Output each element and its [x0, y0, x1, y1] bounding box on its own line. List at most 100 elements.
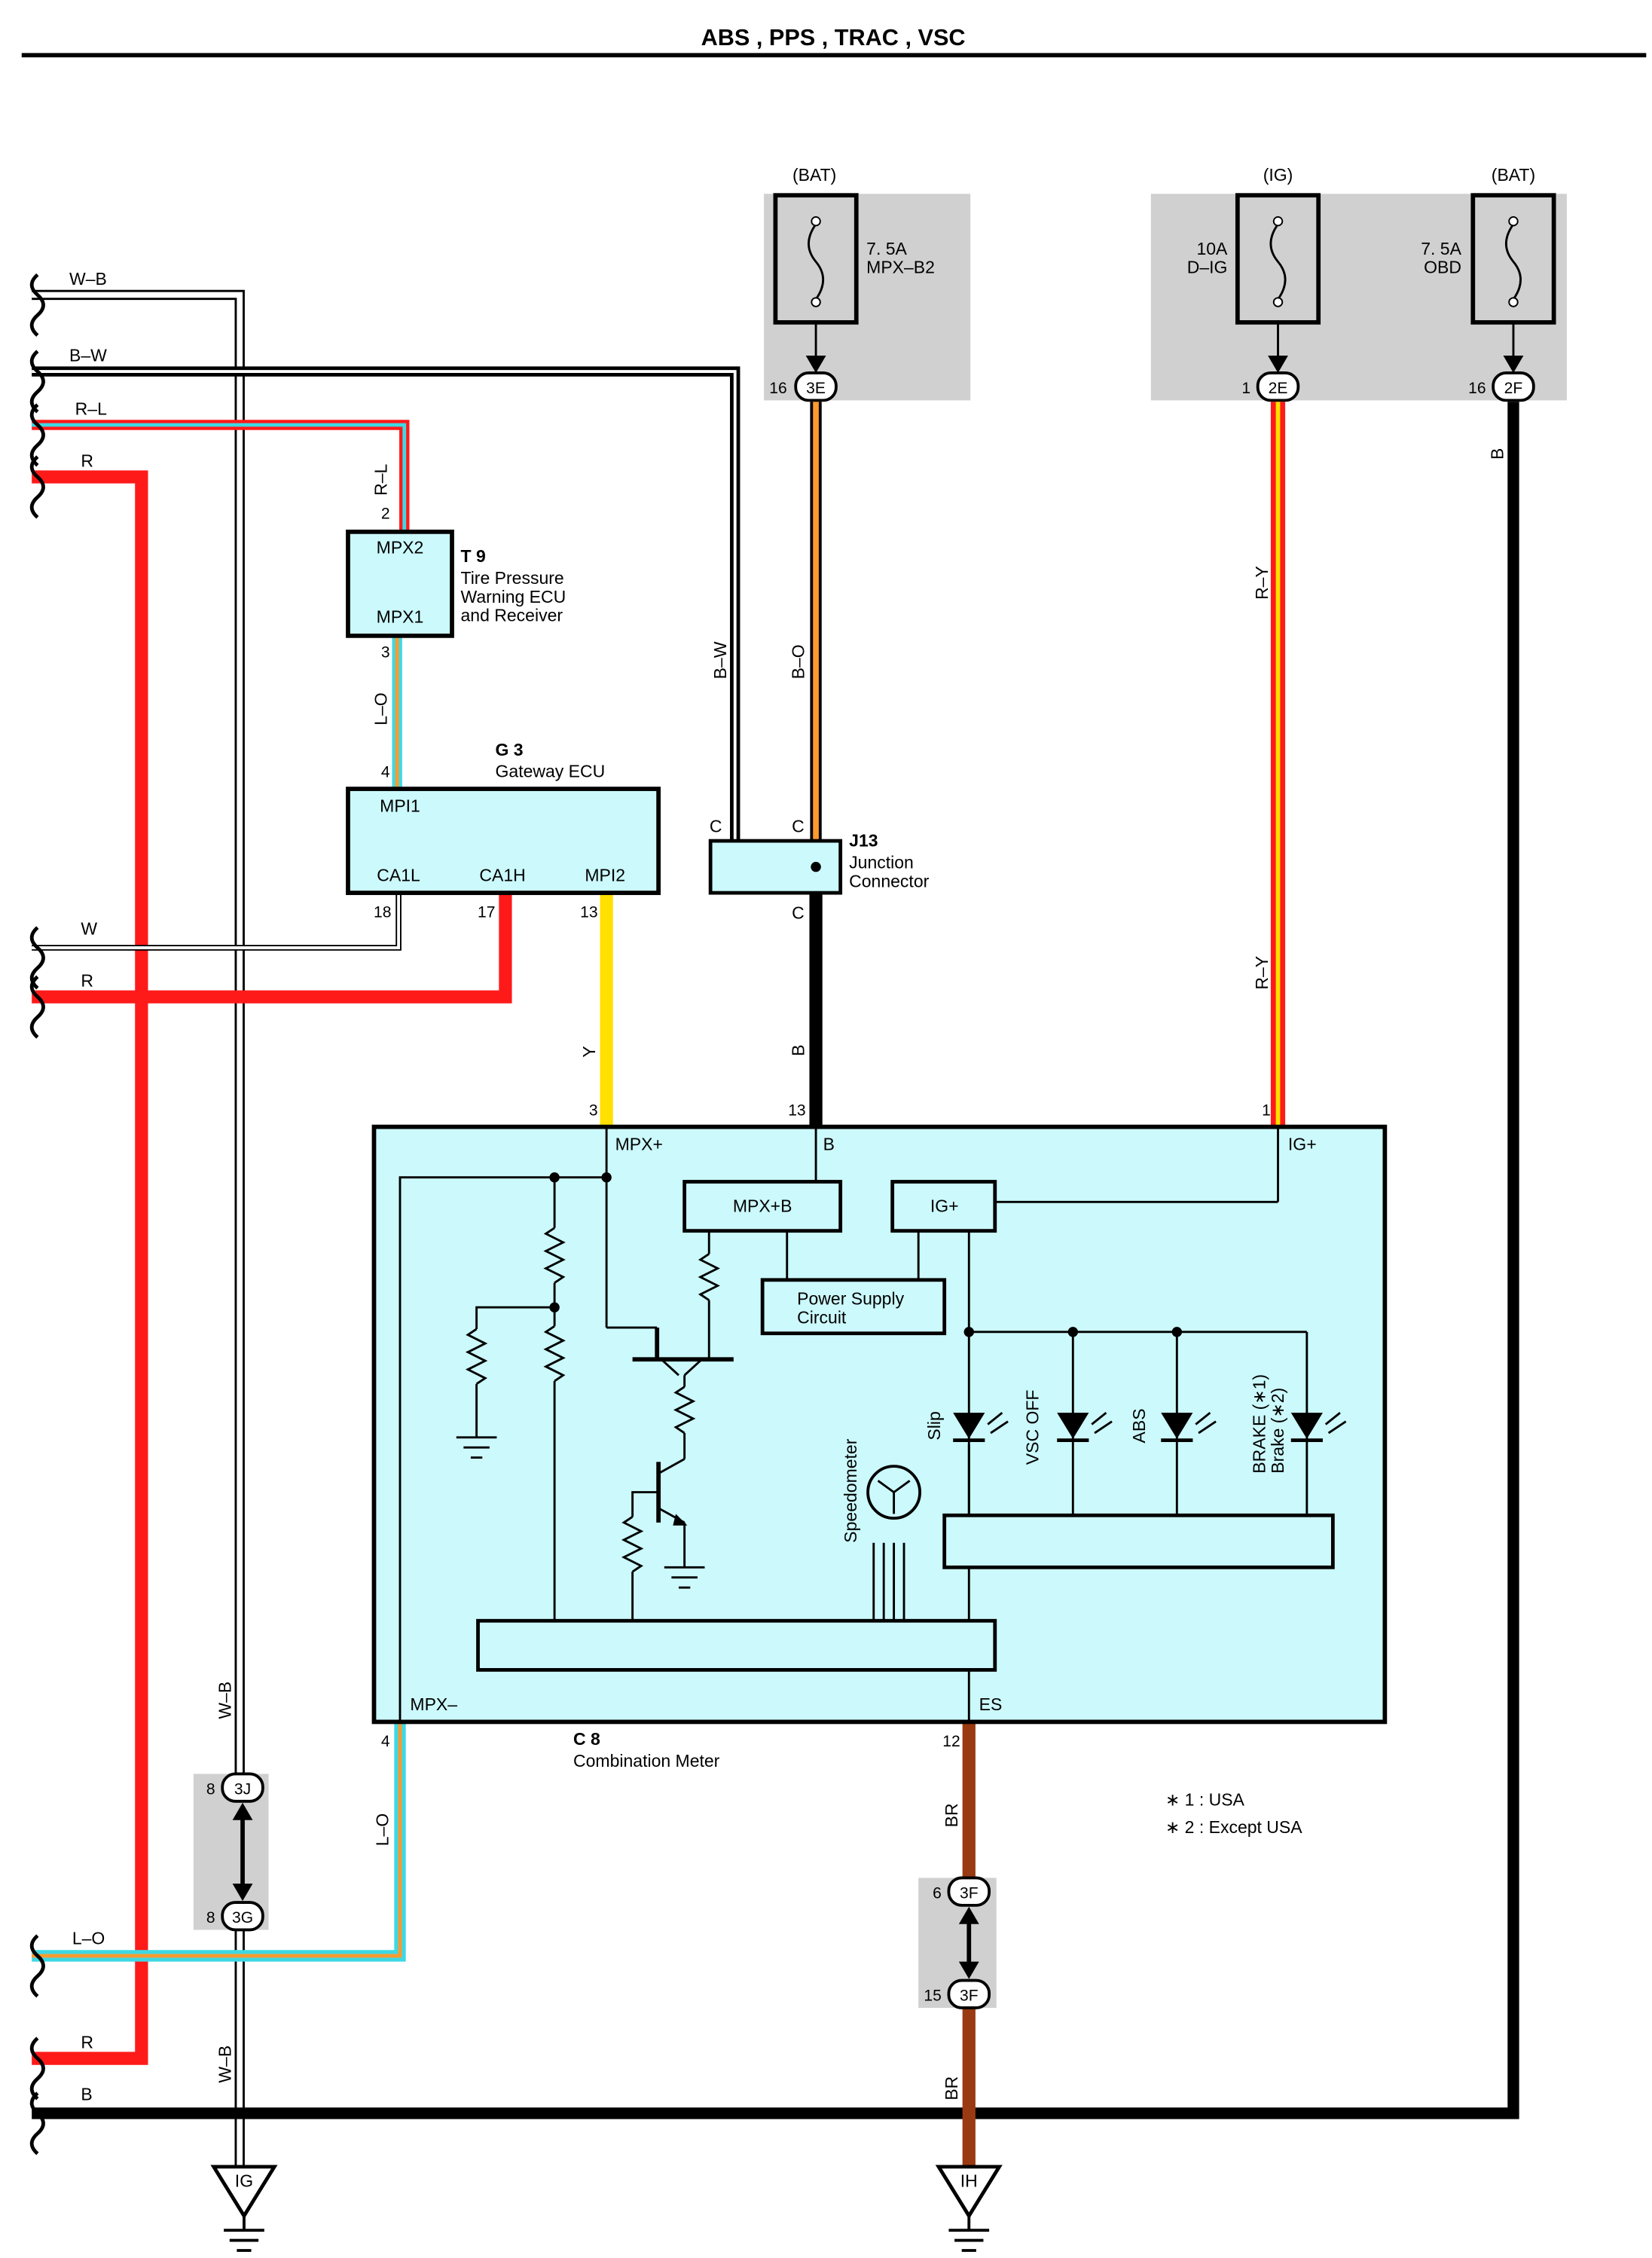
j13-pin-c-3: C — [792, 903, 805, 923]
t9-pin-2: 2 — [381, 506, 390, 523]
fuse-box-bat-left — [764, 194, 971, 401]
ground-ig: IG — [210, 2165, 278, 2252]
connector-3g: 3G 8 — [206, 1901, 264, 1932]
wire-label-r-y-1: R–Y — [1252, 566, 1272, 600]
g3-pin-13: 13 — [580, 904, 597, 921]
led-vsc-off-label: VSC OFF — [1022, 1390, 1042, 1465]
j13-junction-connector: C C C J13 Junction Connector — [708, 817, 930, 923]
connector-2e-pin: 1 — [1241, 380, 1250, 397]
c8-pin-13: 13 — [788, 1102, 805, 1119]
j13-name-2: Connector — [849, 871, 929, 891]
g3-pin-4: 4 — [381, 764, 390, 781]
mating-arrow-3f — [958, 1906, 979, 1979]
g3-name: Gateway ECU — [496, 762, 606, 781]
connector-3f-a: 3F 6 — [933, 1876, 991, 1907]
fuse-d-ig: (IG) 10A D–IG — [1187, 165, 1321, 373]
t9-pin-3: 3 — [381, 644, 390, 662]
connector-3f-b-code: 3F — [960, 1987, 979, 2004]
led-brake-label-2: Brake (∗2) — [1268, 1388, 1287, 1474]
wire-label-b-meter: B — [789, 1044, 808, 1056]
fuse-mpx-b2-name: MPX–B2 — [866, 258, 935, 277]
wire-label-b-right: B — [1488, 448, 1507, 460]
wire-label-br-1: BR — [942, 1803, 961, 1827]
t9-wire-r-l: R–L — [371, 464, 391, 496]
label-r-2: R — [81, 971, 93, 991]
speedometer-gauge-icon — [866, 1465, 922, 1520]
vertical-wire-labels: B–W B–O R–Y R–Y Y B B W–B W–B L–O BR BR — [215, 448, 1507, 2101]
t9-name-3: and Receiver — [461, 606, 563, 625]
connector-2f: 2F 16 — [1468, 371, 1535, 402]
wire-l-o-meter — [32, 1722, 406, 1962]
t9-name-1: Tire Pressure — [461, 568, 564, 588]
j13-code: J13 — [849, 831, 878, 851]
fuse-d-ig-name: D–IG — [1187, 258, 1228, 277]
connector-2f-code: 2F — [1504, 380, 1523, 397]
wire-label-l-o: L–O — [373, 1813, 392, 1846]
connector-3g-pin: 8 — [206, 1909, 215, 1926]
c8-mpxb-block-label: MPX+B — [733, 1196, 792, 1216]
led-abs-label: ABS — [1129, 1408, 1149, 1443]
led-vsc-off-icon — [1057, 1412, 1113, 1443]
wire-label-w-b-2: W–B — [215, 2046, 235, 2083]
c8-term-b: B — [823, 1134, 835, 1153]
j13-pin-c-2: C — [792, 817, 805, 836]
wire-r-main — [32, 470, 148, 2065]
fuse-obd-rating: 7. 5A — [1421, 239, 1461, 258]
t9-code: T 9 — [461, 546, 486, 566]
c8-power-supply-label-1: Power Supply — [797, 1288, 904, 1308]
wire-label-b-w: B–W — [710, 641, 730, 679]
g3-mpi2: MPI2 — [585, 866, 625, 885]
connector-3f-b-pin: 15 — [924, 1987, 941, 2004]
label-r-l: R–L — [75, 399, 107, 419]
led-slip-label: Slip — [924, 1411, 944, 1440]
label-l-o: L–O — [72, 1929, 105, 1948]
j13-pin-c-1: C — [710, 817, 722, 836]
connector-2e: 2E 1 — [1241, 371, 1300, 402]
c8-cpu-block — [476, 1618, 997, 1672]
ground-ih: IH — [935, 2165, 1003, 2252]
fuse-obd: (BAT) 7. 5A OBD — [1421, 165, 1556, 373]
led-slip-icon — [953, 1412, 1009, 1443]
c8-name: Combination Meter — [573, 1751, 720, 1771]
c8-term-mpx-minus: MPX– — [410, 1694, 457, 1714]
left-wire-labels: W–B B–W R–L R W R L–O R B — [69, 269, 107, 2104]
t9-tire-pressure-ecu: MPX2 MPX1 T 9 Tire Pressure Warning ECU … — [346, 464, 566, 726]
led-brake-icon — [1290, 1412, 1347, 1443]
note-1: ∗ 1 : USA — [1165, 1790, 1245, 1810]
g3-pin-18: 18 — [374, 904, 391, 921]
wire-b-ground-bus — [32, 402, 1519, 2119]
fuse-d-ig-source: (IG) — [1263, 165, 1293, 185]
label-w-b: W–B — [69, 269, 107, 289]
led-abs-icon — [1161, 1412, 1217, 1443]
c8-combination-meter: MPX+ B IG+ MPX– ES 3 13 1 4 12 C 8 Combi… — [371, 1102, 1388, 1771]
fuse-box-ig-bat-right — [1150, 194, 1567, 401]
connector-3j: 3J 8 — [206, 1772, 264, 1803]
wire-break-marks — [29, 273, 45, 2156]
fuse-obd-name: OBD — [1424, 258, 1461, 277]
connector-3j-pin: 8 — [206, 1780, 215, 1798]
g3-mpi1: MPI1 — [380, 796, 420, 816]
label-b: B — [81, 2085, 92, 2104]
connector-3j-code: 3J — [234, 1780, 251, 1798]
page-title: ABS , PPS , TRAC , VSC — [701, 25, 966, 50]
ground-ih-label: IH — [960, 2171, 978, 2191]
c8-pin-12: 12 — [942, 1733, 960, 1750]
c8-power-supply-label-2: Circuit — [797, 1307, 847, 1327]
g3-ca1l: CA1L — [377, 866, 420, 885]
wire-label-y: Y — [579, 1046, 599, 1057]
c8-pin-1: 1 — [1262, 1102, 1271, 1119]
label-b-w: B–W — [69, 346, 107, 365]
t9-name-2: Warning ECU — [461, 587, 566, 607]
wire-label-b-o: B–O — [789, 644, 808, 679]
wire-r-can — [32, 893, 512, 1004]
label-r-3: R — [81, 2033, 93, 2052]
mating-arrow-3j-3g — [232, 1802, 253, 1902]
c8-code: C 8 — [573, 1729, 600, 1749]
c8-pin-3: 3 — [589, 1102, 598, 1119]
speedometer-label: Speedometer — [841, 1438, 860, 1542]
g3-pin-17: 17 — [478, 904, 495, 921]
ground-ig-label: IG — [235, 2171, 253, 2191]
c8-indicator-driver-block — [942, 1513, 1335, 1569]
wire-w — [32, 893, 402, 951]
